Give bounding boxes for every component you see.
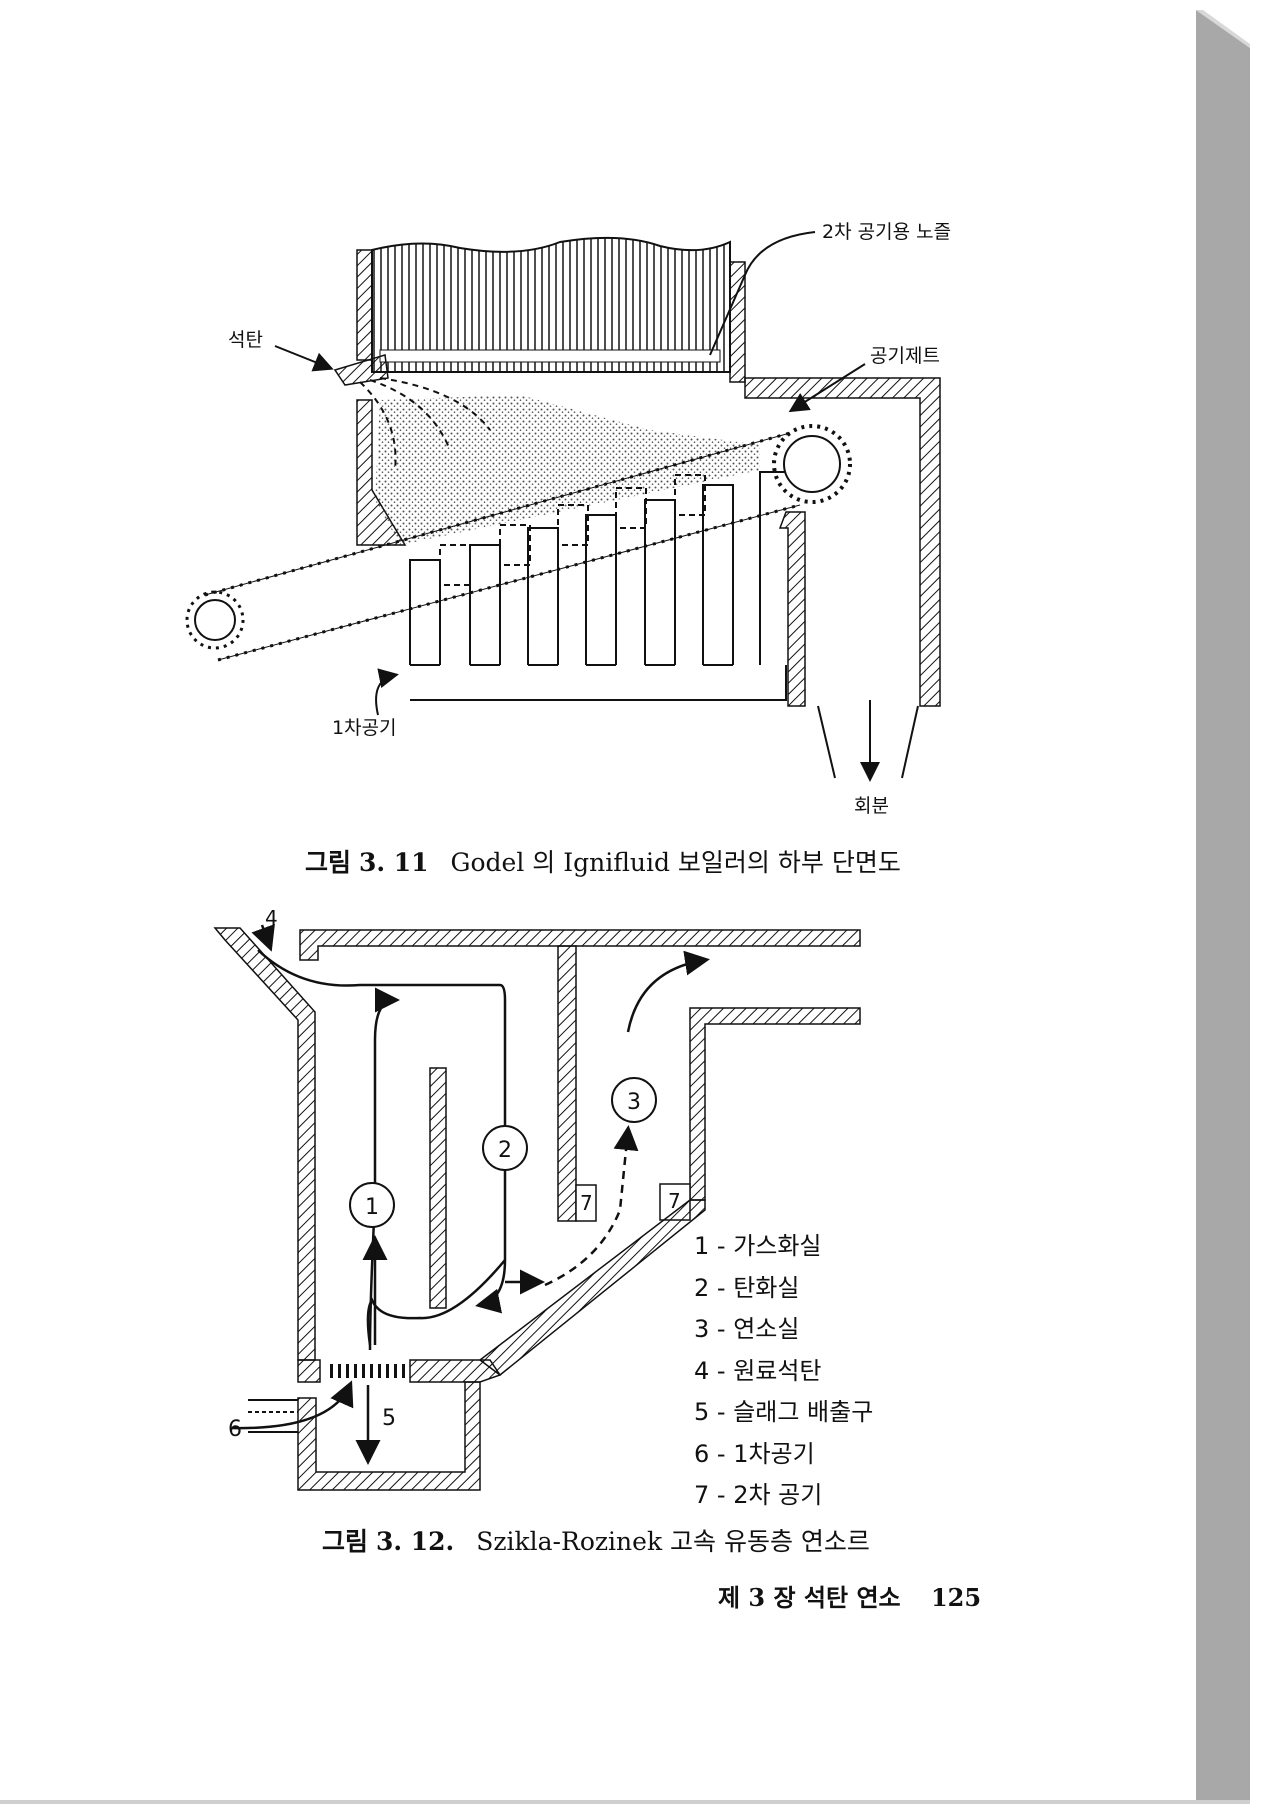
legend-item: 4 - 원료석탄 — [694, 1356, 822, 1385]
figure-3-12-legend: 1 - 가스화실 2 - 탄화실 3 - 연소실 4 - 원료석탄 5 - 슬래… — [694, 1226, 873, 1517]
circle-1-label: 1 — [365, 1195, 379, 1220]
air-compartments — [409, 471, 787, 701]
coal-label: 석탄 — [228, 329, 263, 351]
label-7a: 7 — [580, 1191, 593, 1215]
figure-3-12-caption: 그림 3. 12. Szikla-Rozinek 고속 유동층 연소르 — [322, 1522, 870, 1558]
caption-label: 그림 — [322, 1527, 369, 1556]
legend-item: 3 - 연소실 — [694, 1315, 800, 1343]
circle-3-label: 3 — [627, 1090, 641, 1115]
legend-item: 2 - 탄화실 — [694, 1273, 800, 1302]
legend-item: 7 - 2차 공기 — [694, 1481, 823, 1509]
legend-item: 6 - 1차공기 — [694, 1439, 815, 1468]
air-jet-label: 공기제트 — [870, 345, 940, 367]
circle-2-label: 2 — [498, 1138, 512, 1163]
ash-label: 회분 — [854, 795, 889, 817]
caption-text: Godel 의 Ignifluid 보일러의 하부 단면도 — [450, 848, 901, 877]
running-footer: 제 3 장 석탄 연소 125 — [718, 1578, 981, 1613]
coal-feed-chute — [333, 354, 389, 386]
label-4: 4 — [265, 906, 278, 930]
caption-number: 3. 12. — [375, 1527, 455, 1556]
figure-3-11-caption: 그림 3. 11 Godel 의 Ignifluid 보일러의 하부 단면도 — [305, 843, 901, 879]
chapter-title: 제 3 장 석탄 연소 — [718, 1583, 901, 1612]
label-5: 5 — [382, 1406, 396, 1431]
label-7b: 7 — [668, 1189, 681, 1213]
nozzle-label: 2차 공기용 노즐 — [822, 221, 951, 243]
legend-item: 1 - 가스화실 — [694, 1232, 822, 1260]
primary-air-label: 1차공기 — [332, 717, 397, 739]
caption-text: Szikla-Rozinek 고속 유동층 연소르 — [476, 1527, 870, 1556]
legend-item: 5 - 슬래그 배출구 — [694, 1398, 874, 1426]
label-6: 6 — [228, 1417, 242, 1442]
caption-number: 3. 11 — [358, 848, 429, 877]
ash-hopper — [817, 700, 919, 782]
caption-label: 그림 — [305, 848, 352, 877]
page-number: 125 — [930, 1583, 982, 1612]
